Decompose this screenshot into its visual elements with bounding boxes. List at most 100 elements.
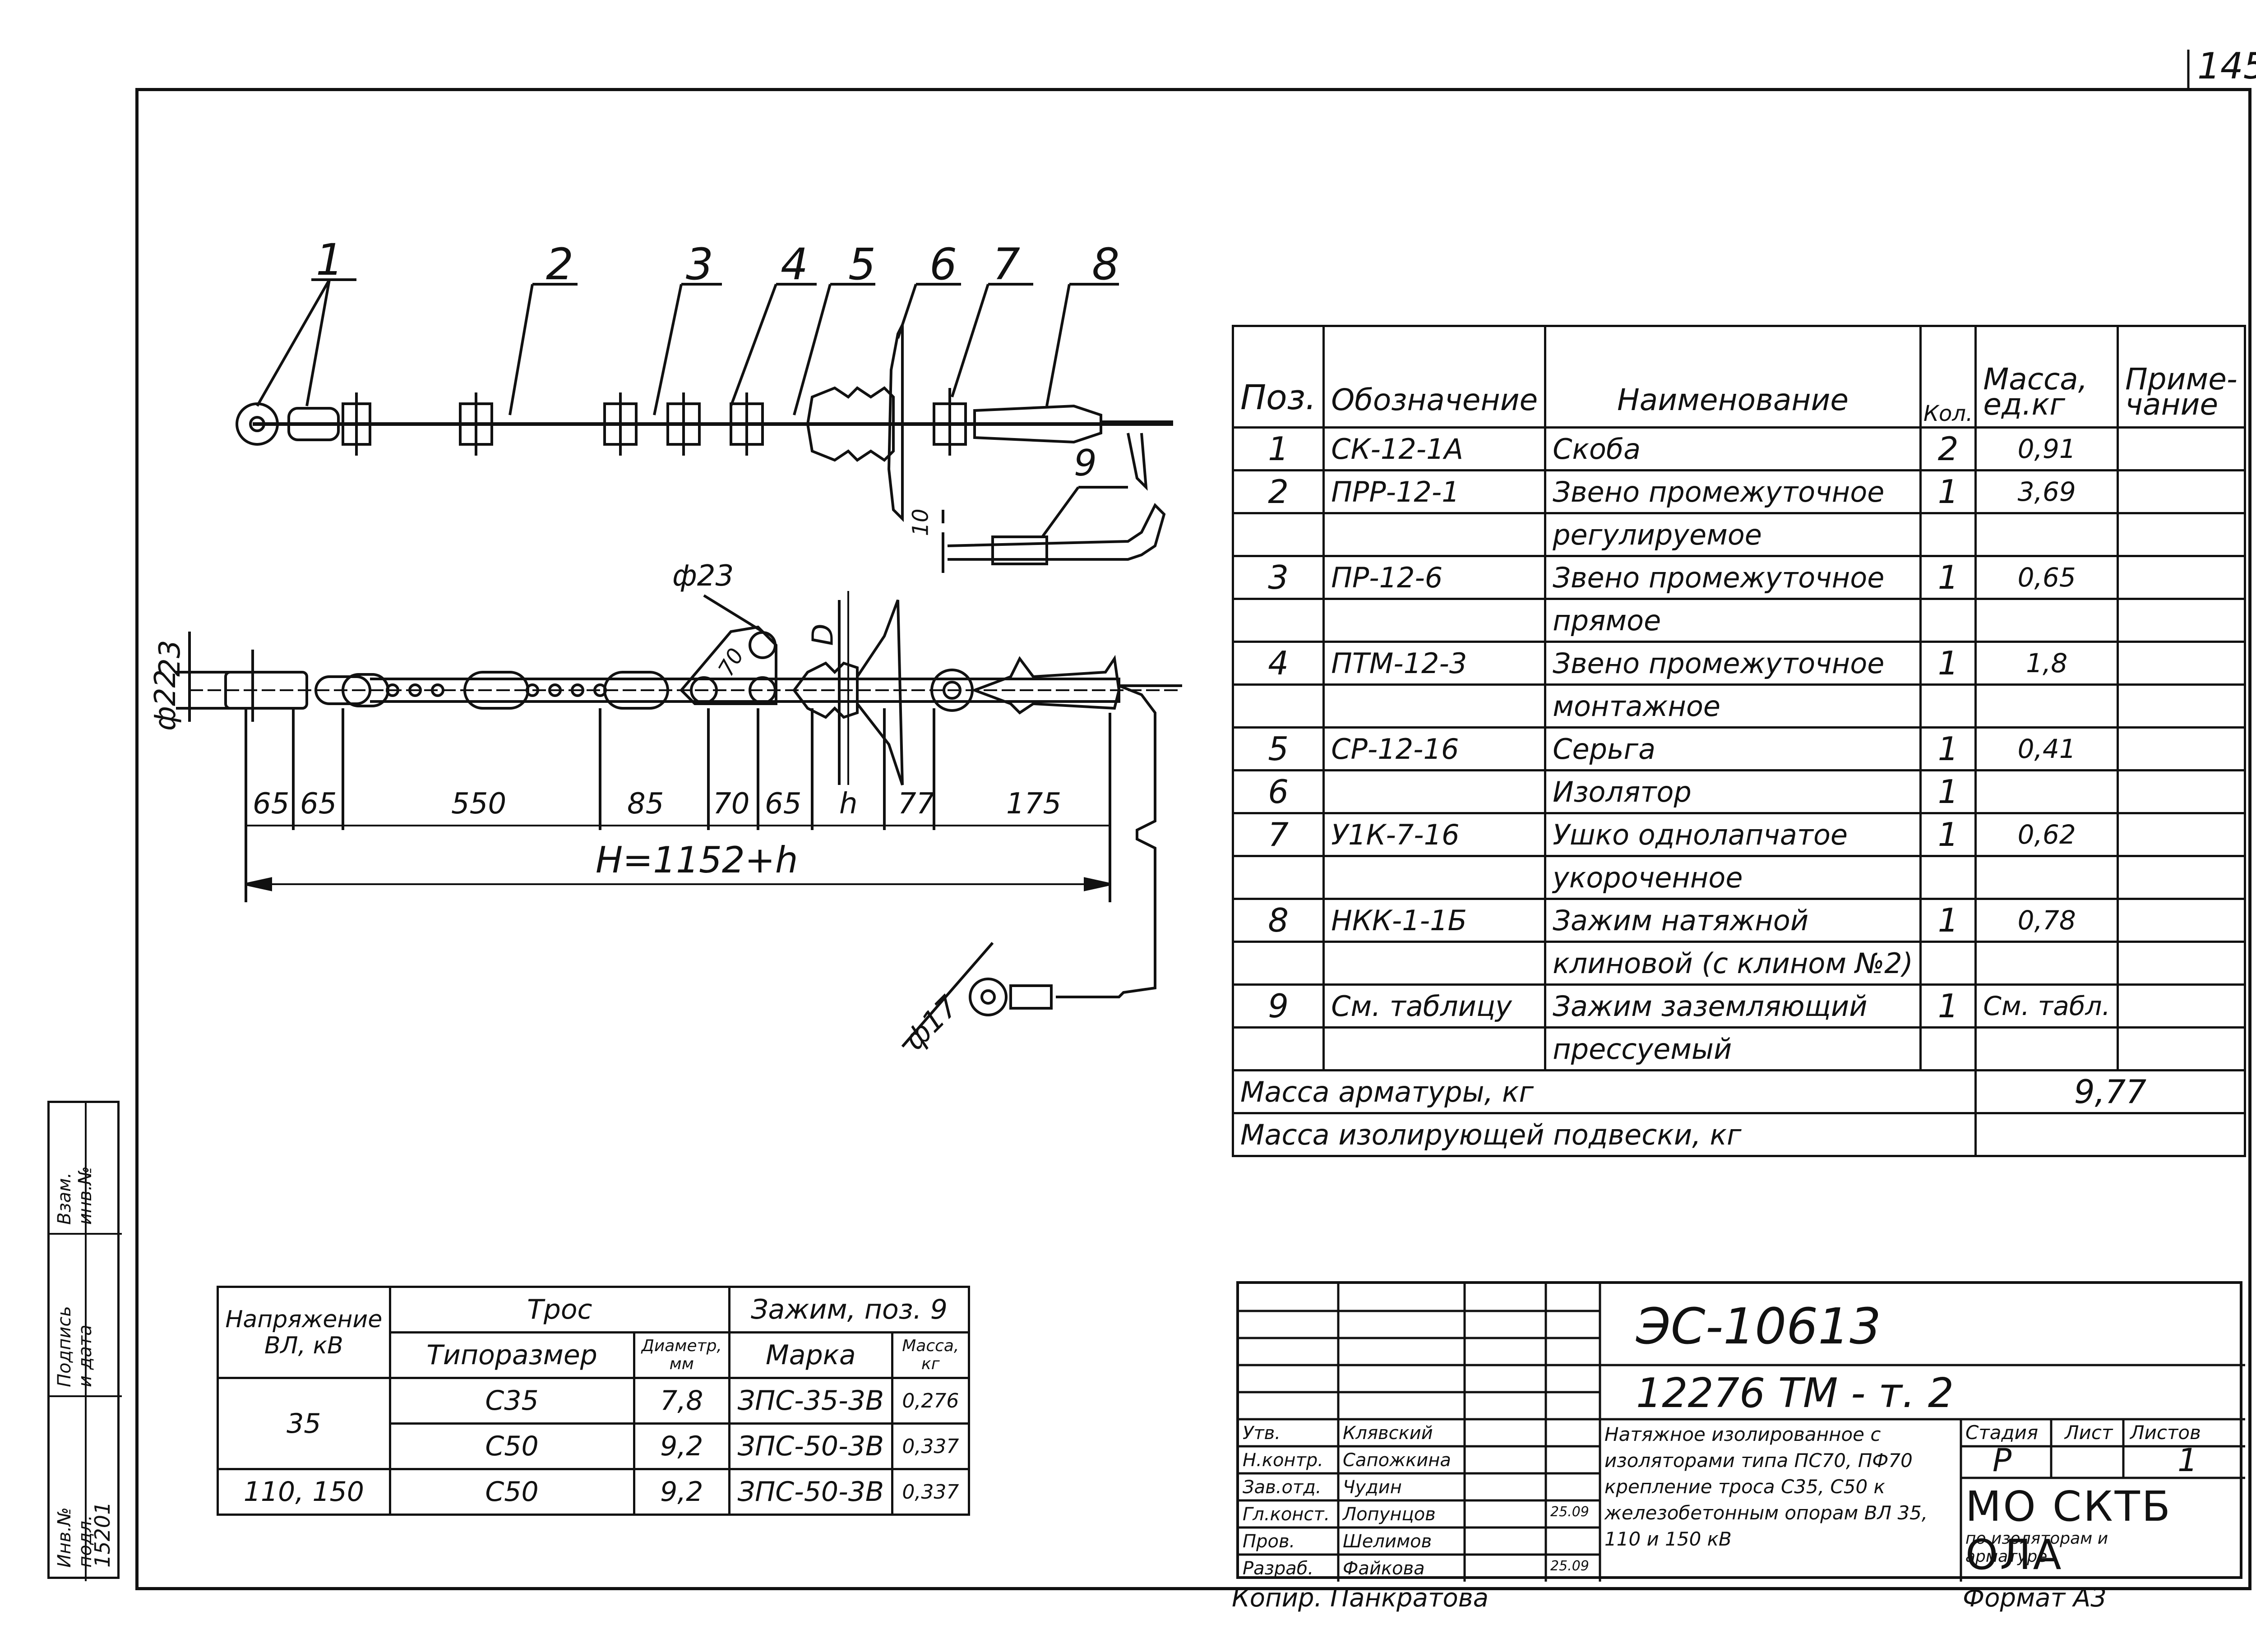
spec-note	[2117, 1026, 2246, 1071]
sheets-label: Листов	[2130, 1421, 2201, 1444]
spec-pos: 3	[1231, 555, 1325, 600]
tb-name: Файкова	[1343, 1558, 1425, 1579]
spec-qty: 1	[1919, 898, 1977, 943]
spec-header-row: Поз. Обозначение Наименование Кол. Масса…	[1231, 325, 2246, 429]
title-block: ЭС-10613 12276 ТМ - т. 2 Натяжное изолир…	[1236, 1281, 2245, 1582]
cable-type: С50	[388, 1468, 635, 1516]
spec-row: прямое	[1231, 598, 2246, 643]
dimension-label: 550	[451, 787, 507, 821]
org-sub: по изоляторам и арматуре	[1965, 1529, 2108, 1566]
mass-fittings-label: Масса арматуры, кг	[1231, 1069, 1977, 1114]
mass-fittings-value: 9,77	[1974, 1069, 2246, 1114]
spec-qty: 1	[1919, 555, 1977, 600]
cable-header-voltage: Напряжение ВЛ, кВ	[217, 1286, 391, 1379]
cable-type: С50	[388, 1422, 635, 1470]
cable-type: С35	[388, 1377, 635, 1425]
cable-row: С50 9,2 ЗПС-50-3В 0,337	[218, 1422, 971, 1470]
spec-qty: 2	[1919, 426, 1977, 471]
mass-fittings-row: Масса арматуры, кг 9,77	[1231, 1069, 2246, 1114]
cable-header-type: Типоразмер	[388, 1331, 635, 1379]
spec-designation: У1К-7-16	[1322, 812, 1547, 857]
cable-voltage: 110, 150	[217, 1468, 391, 1516]
spec-designation: СР-12-16	[1322, 726, 1547, 771]
doc-title: Натяжное изолированное с изоляторами тип…	[1604, 1423, 1928, 1550]
position-label: 5	[848, 239, 876, 290]
spec-note	[2117, 983, 2246, 1029]
cable-header-mark: Марка	[728, 1331, 893, 1379]
spec-name: Звено промежуточное	[1544, 469, 1922, 514]
clamp-mark: ЗПС-35-3В	[728, 1377, 893, 1425]
spec-note	[2117, 598, 2246, 643]
spec-pos	[1231, 683, 1325, 729]
dimension-total: H=1152+h	[596, 839, 798, 881]
spec-name: монтажное	[1544, 683, 1922, 729]
spec-pos	[1231, 598, 1325, 643]
dimension-D: D	[806, 623, 840, 646]
spec-designation: ПРР-12-1	[1322, 469, 1547, 514]
cable-header-cable: Трос	[388, 1286, 731, 1334]
spec-mass: 0,62	[1974, 812, 2119, 857]
margin-stamp: Взам. инв.№ Подпись и дата Инв.№ подл. 1…	[47, 1101, 122, 1581]
spec-designation: ПР-12-6	[1322, 555, 1547, 600]
spec-qty	[1919, 855, 1977, 900]
tb-name: Сапожкина	[1343, 1450, 1451, 1471]
spec-note	[2117, 555, 2246, 600]
spec-note	[2117, 855, 2246, 900]
position-label: 6	[929, 239, 957, 290]
tb-role: Разраб.	[1243, 1558, 1314, 1579]
spec-designation: НКК-1-1Б	[1322, 898, 1547, 943]
cable-header-mass: Масса, кг	[891, 1331, 971, 1379]
spec-name: регулируемое	[1544, 512, 1922, 557]
cable-diameter: 9,2	[633, 1468, 731, 1516]
spec-pos: 9	[1231, 983, 1325, 1029]
dimension-label: 175	[1006, 787, 1062, 821]
position-label: 7	[993, 239, 1021, 290]
tb-role: Н.контр.	[1243, 1450, 1323, 1471]
spec-qty: 1	[1919, 469, 1977, 514]
copied-by: Копир. Панкратова	[1232, 1583, 1489, 1613]
spec-name: Зажим заземляющий	[1544, 983, 1922, 1029]
spec-mass: 0,65	[1974, 555, 2119, 600]
spec-pos: 8	[1231, 898, 1325, 943]
margin-sign-date: Подпись и дата	[54, 1306, 96, 1387]
spec-row: укороченное	[1231, 855, 2246, 900]
tb-role: Утв.	[1243, 1423, 1281, 1444]
spec-note	[2117, 898, 2246, 943]
cable-header-clamp: Зажим, поз. 9	[728, 1286, 970, 1334]
spec-pos	[1231, 1026, 1325, 1071]
position-label: 1	[316, 235, 344, 285]
spec-mass	[1974, 683, 2119, 729]
spec-header-mass: Масса, ед.кг	[1974, 325, 2119, 429]
spec-name: прямое	[1544, 598, 1922, 643]
dimension-10: 10	[908, 508, 934, 536]
spec-qty	[1919, 683, 1977, 729]
spec-pos	[1231, 941, 1325, 986]
spec-row: прессуемый	[1231, 1026, 2246, 1071]
spec-designation: См. таблицу	[1322, 983, 1547, 1029]
spec-qty: 1	[1919, 769, 1977, 814]
clamp-mark: ЗПС-50-3В	[728, 1422, 893, 1470]
spec-qty: 1	[1919, 726, 1977, 771]
cable-row: 35 С35 7,8 ЗПС-35-3В 0,276	[217, 1377, 971, 1470]
dimension-23: 23	[153, 640, 187, 677]
spec-designation	[1322, 1026, 1547, 1071]
spec-qty: 1	[1919, 641, 1977, 686]
spec-name: клиновой (с клином №2)	[1544, 941, 1922, 986]
spec-name: Звено промежуточное	[1544, 555, 1922, 600]
spec-mass: См. табл.	[1974, 983, 2119, 1029]
spec-designation	[1322, 855, 1547, 900]
spec-qty	[1919, 598, 1977, 643]
cable-diameter: 7,8	[633, 1377, 731, 1425]
dimension-label: 70	[713, 787, 750, 821]
spec-mass	[1974, 769, 2119, 814]
spec-row: клиновой (с клином №2)	[1231, 941, 2246, 986]
spec-designation	[1322, 769, 1547, 814]
spec-pos: 2	[1231, 469, 1325, 514]
clamp-mass: 0,337	[891, 1468, 971, 1516]
spec-header-note: Приме- чание	[2117, 325, 2246, 429]
spec-note	[2117, 469, 2246, 514]
